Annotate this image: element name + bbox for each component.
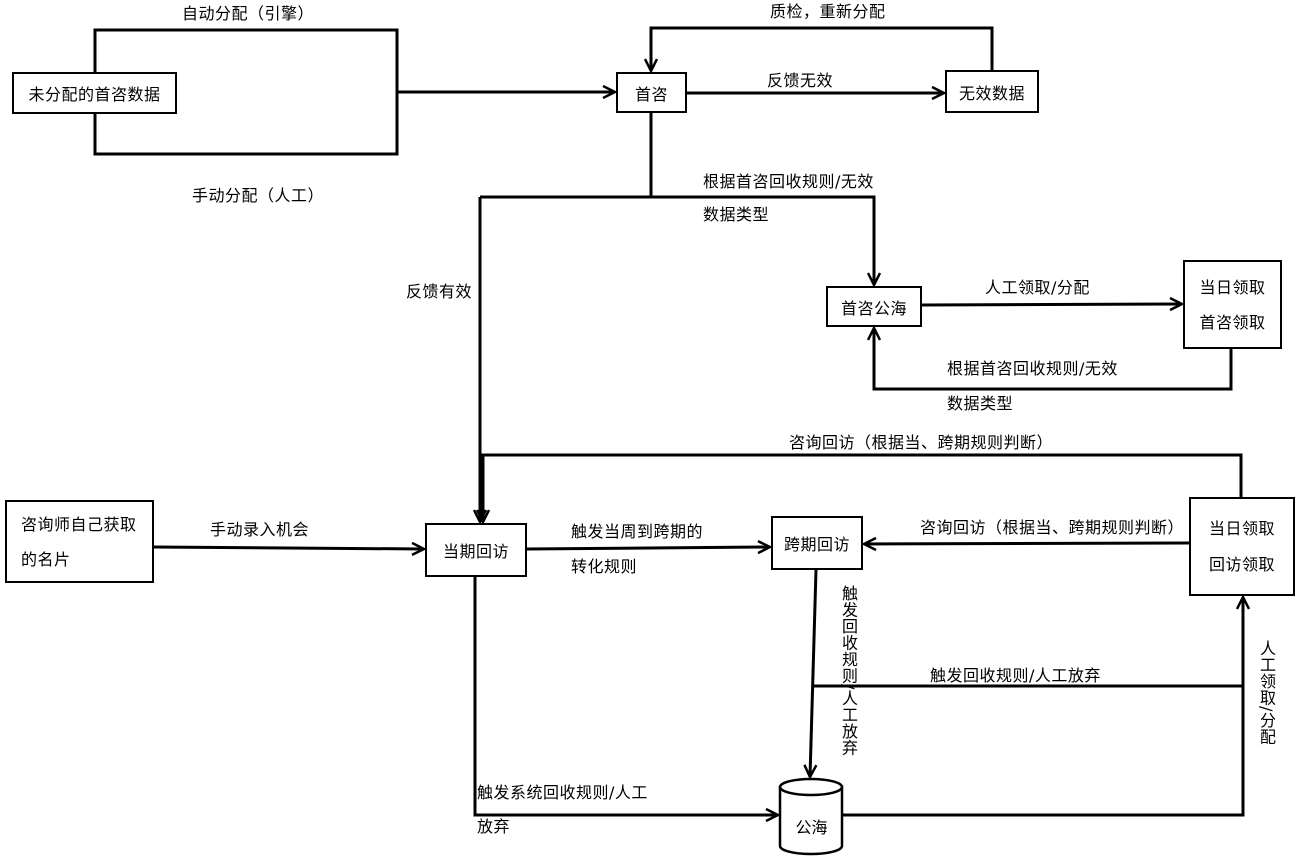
node-label-line-1: 当日领取 bbox=[1199, 277, 1266, 297]
edge-current-to-pool bbox=[473, 577, 778, 815]
label-manual-claim-pool: 人工领取/分配 bbox=[1257, 640, 1276, 745]
label-manual-entry: 手动录入机会 bbox=[210, 520, 310, 539]
node-label-line-2: 首咨领取 bbox=[1199, 312, 1266, 332]
node-label-line-2: 的名片 bbox=[21, 549, 71, 569]
edge-recycle-back-first-pool bbox=[874, 328, 1233, 391]
node-public-pool bbox=[778, 777, 844, 856]
node-label: 无效数据 bbox=[958, 83, 1025, 103]
label-rule-back-first-pool-line-2: 数据类型 bbox=[947, 394, 1014, 413]
node-current-period-visit: 当期回访 bbox=[425, 523, 527, 577]
node-label: 未分配的首咨数据 bbox=[28, 85, 161, 104]
label-consult-visit-mid: 咨询回访（根据当、跨期规则判断） bbox=[920, 518, 1185, 537]
label-trigger-system-recycle-line-2: 放弃 bbox=[477, 817, 511, 836]
edge-to-first-pool bbox=[480, 195, 874, 285]
node-cross-period-visit: 跨期回访 bbox=[771, 516, 863, 570]
label-trigger-recycle-horizontal: 触发回收规则/人工放弃 bbox=[930, 666, 1101, 685]
node-public-pool-label: 公海 bbox=[795, 818, 828, 837]
label-feedback-invalid: 反馈无效 bbox=[767, 71, 834, 90]
label-manual-assign: 手动分配（人工） bbox=[192, 186, 325, 205]
node-unassigned-first-consult-data: 未分配的首咨数据 bbox=[12, 72, 177, 114]
node-self-obtained-cards: 咨询师自己获取 的名片 bbox=[5, 500, 154, 583]
edge-manual-claim-first bbox=[921, 304, 1182, 305]
node-label: 首咨 bbox=[634, 84, 668, 104]
node-daily-claim-first-consult: 当日领取 首咨领取 bbox=[1183, 260, 1282, 349]
node-label-line-1: 当日领取 bbox=[1208, 518, 1275, 538]
edge-manual-entry bbox=[153, 547, 424, 549]
label-trigger-cross-line-1: 触发当周到跨期的 bbox=[571, 522, 704, 541]
node-label: 当期回访 bbox=[442, 542, 509, 561]
edge-pool-to-daily-visit bbox=[843, 597, 1243, 817]
edge-consult-visit-mid bbox=[864, 543, 1190, 544]
node-label-line-2: 回访领取 bbox=[1208, 554, 1275, 574]
label-trigger-recycle-vertical: 触发回收规则/人工放弃 bbox=[839, 585, 858, 756]
node-label-line-1: 咨询师自己获取 bbox=[21, 514, 137, 534]
label-consult-visit-top: 咨询回访（根据当、跨期规则判断） bbox=[789, 433, 1054, 452]
edge-cross-to-pool bbox=[810, 569, 818, 777]
node-first-consult: 首咨 bbox=[616, 72, 687, 113]
node-label: 首咨公海 bbox=[840, 298, 907, 318]
node-first-consult-pool: 首咨公海 bbox=[826, 286, 922, 327]
node-label: 跨期回访 bbox=[783, 535, 850, 554]
node-invalid-data: 无效数据 bbox=[945, 70, 1039, 113]
edge-consult-visit-top bbox=[483, 453, 1243, 522]
label-feedback-valid: 反馈有效 bbox=[406, 282, 473, 301]
label-qc-reassign: 质检，重新分配 bbox=[770, 2, 886, 21]
label-manual-claim-first: 人工领取/分配 bbox=[985, 278, 1090, 297]
edge-trigger-cross bbox=[526, 547, 770, 549]
label-rule-to-first-pool-line-2: 数据类型 bbox=[703, 205, 770, 224]
label-auto-assign: 自动分配（引擎） bbox=[182, 4, 315, 23]
label-rule-back-first-pool-line-1: 根据首咨回收规则/无效 bbox=[947, 359, 1118, 378]
node-daily-claim-visit: 当日领取 回访领取 bbox=[1189, 497, 1295, 596]
label-trigger-system-recycle-line-1: 触发系统回收规则/人工 bbox=[477, 783, 648, 802]
label-rule-to-first-pool-line-1: 根据首咨回收规则/无效 bbox=[703, 172, 874, 191]
edge-qc-reassign bbox=[651, 26, 994, 71]
label-trigger-cross-line-2: 转化规则 bbox=[571, 557, 638, 576]
